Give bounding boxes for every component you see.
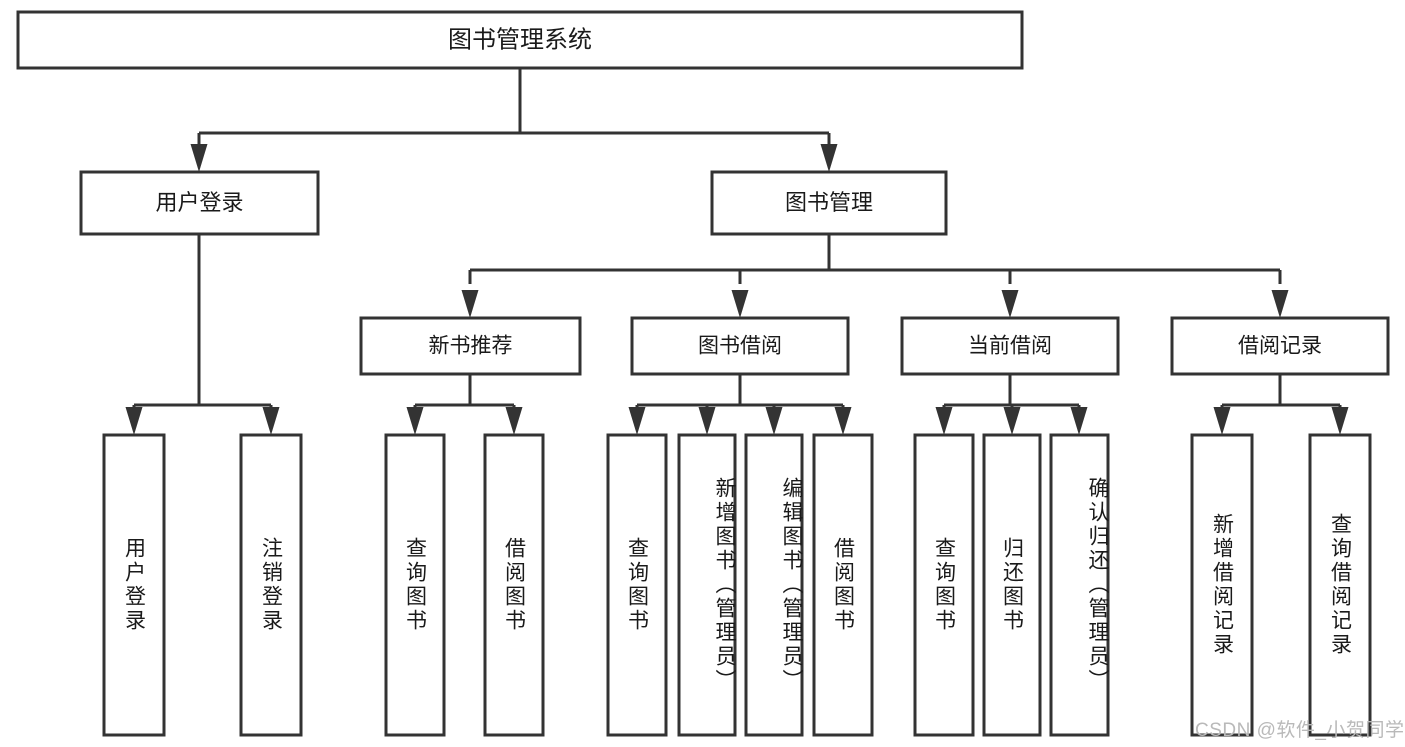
arrow-head-icon	[125, 407, 143, 435]
connector-bus-login	[132, 234, 273, 419]
node-box-records[interactable]	[1170, 316, 1390, 376]
node-bw-edit[interactable]	[744, 433, 804, 737]
node-bookmgmt[interactable]: 图书管理	[710, 170, 948, 236]
arrow-head-icon	[406, 407, 424, 435]
node-box-root[interactable]	[16, 10, 1024, 70]
node-box-bookmgmt[interactable]	[710, 170, 948, 236]
arrow-head-icon	[1001, 290, 1019, 318]
arrow-head-icon	[628, 407, 646, 435]
node-box-rec-query[interactable]	[1308, 433, 1372, 737]
node-label-records: 借阅记录	[1238, 335, 1322, 358]
node-userlogin[interactable]	[102, 433, 166, 737]
node-box-bw-edit[interactable]	[744, 433, 804, 737]
connector-layer	[125, 68, 1349, 435]
arrow-head-icon	[820, 144, 838, 172]
arrow-head-icon	[698, 407, 716, 435]
arrow-head-icon	[1070, 407, 1088, 435]
node-rec-query[interactable]	[1308, 433, 1372, 737]
arrow-head-icon	[262, 407, 280, 435]
node-cur-confirm[interactable]	[1049, 433, 1110, 737]
node-bw-query[interactable]	[606, 433, 668, 737]
node-rec-add[interactable]	[1190, 433, 1254, 737]
node-box-current[interactable]	[900, 316, 1120, 376]
arrow-head-icon	[731, 290, 749, 318]
node-label-newbook: 新书推荐	[429, 335, 513, 358]
connector-bus-bookmgmt	[468, 234, 1282, 284]
node-box-newbook[interactable]	[359, 316, 582, 376]
arrow-head-icon	[1213, 407, 1231, 435]
arrow-head-icon	[505, 407, 523, 435]
node-cur-return[interactable]	[982, 433, 1042, 737]
connector-bus-borrow	[635, 374, 845, 419]
node-box-bw-query[interactable]	[606, 433, 668, 737]
node-box-cur-confirm[interactable]	[1049, 433, 1110, 737]
node-borrow[interactable]: 图书借阅	[630, 316, 850, 376]
node-label-borrow: 图书借阅	[698, 335, 782, 358]
node-bw-add[interactable]	[677, 433, 737, 737]
node-box-login[interactable]	[79, 170, 320, 236]
node-bw-borrow[interactable]	[812, 433, 874, 737]
node-box-cur-return[interactable]	[982, 433, 1042, 737]
node-box-nb-query[interactable]	[384, 433, 446, 737]
node-login[interactable]: 用户登录	[79, 170, 320, 236]
node-records[interactable]: 借阅记录	[1170, 316, 1390, 376]
connector-bus-records	[1220, 374, 1342, 419]
arrow-head-icon	[1003, 407, 1021, 435]
arrow-head-icon	[1331, 407, 1349, 435]
node-current[interactable]: 当前借阅	[900, 316, 1120, 376]
node-label-root: 图书管理系统	[448, 26, 592, 53]
node-label-login: 用户登录	[155, 190, 243, 215]
node-nb-query[interactable]	[384, 433, 446, 737]
arrow-head-icon	[834, 407, 852, 435]
node-box-nb-borrow[interactable]	[483, 433, 545, 737]
watermark-text: CSDN @软件_小贺同学	[1195, 720, 1405, 741]
node-box-userlogout[interactable]	[239, 433, 303, 737]
node-box-bw-borrow[interactable]	[812, 433, 874, 737]
node-box-cur-query[interactable]	[913, 433, 975, 737]
arrow-head-icon	[1271, 290, 1289, 318]
arrow-head-icon	[935, 407, 953, 435]
node-label-bookmgmt: 图书管理	[785, 190, 873, 215]
connector-bus-root	[197, 68, 831, 147]
arrow-head-icon	[461, 290, 479, 318]
node-box-rec-add[interactable]	[1190, 433, 1254, 737]
node-label-current: 当前借阅	[968, 335, 1052, 358]
node-nb-borrow[interactable]	[483, 433, 545, 737]
node-box-userlogin[interactable]	[102, 433, 166, 737]
node-box-bw-add[interactable]	[677, 433, 737, 737]
arrow-head-icon	[190, 144, 208, 172]
connector-bus-newbook	[413, 374, 516, 419]
arrow-head-icon	[765, 407, 783, 435]
node-cur-query[interactable]	[913, 433, 975, 737]
node-box-borrow[interactable]	[630, 316, 850, 376]
node-userlogout[interactable]	[239, 433, 303, 737]
node-root[interactable]: 图书管理系统	[16, 10, 1024, 70]
node-newbook[interactable]: 新书推荐	[359, 316, 582, 376]
